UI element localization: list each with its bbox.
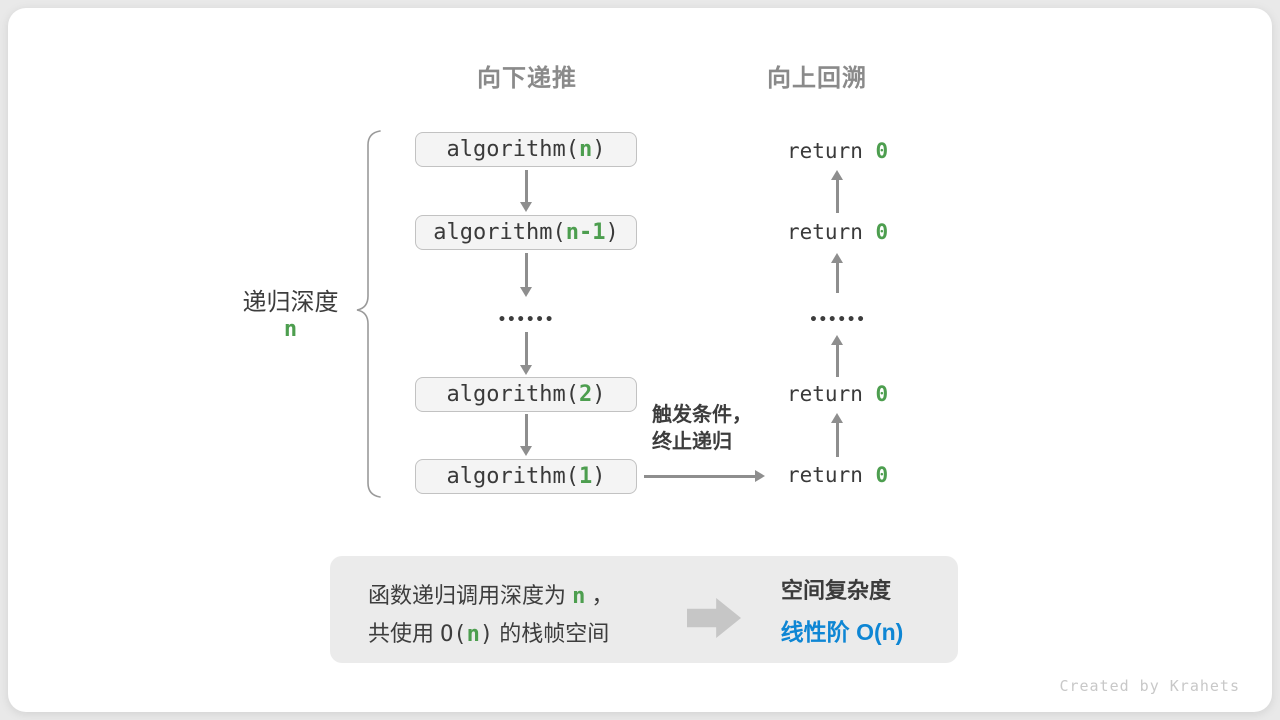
- code-arg: n: [578, 137, 593, 162]
- summary-text: 函数递归调用深度为: [368, 583, 573, 608]
- return-statement: return 0: [787, 463, 927, 487]
- call-stack-box-1: algorithm(1): [415, 459, 637, 494]
- summary-code: ): [479, 622, 494, 647]
- code-text: algorithm(: [446, 464, 579, 489]
- code-arg: 1: [578, 464, 593, 489]
- complexity-class-label: 线性阶: [780, 619, 857, 645]
- code-text: algorithm(: [446, 382, 579, 407]
- right-arrow-icon: [644, 470, 765, 482]
- return-statement: return 0: [787, 139, 927, 163]
- return-statement: return 0: [787, 220, 927, 244]
- call-stack-box-n: algorithm(n): [415, 132, 637, 167]
- code-text: ): [592, 464, 606, 489]
- up-arrow-icon: [831, 335, 843, 377]
- summary-text: 共使用: [368, 621, 441, 646]
- summary-left-line2: 共使用 O(n) 的栈帧空间: [368, 616, 609, 648]
- down-arrow-icon: [520, 414, 532, 456]
- space-complexity-title: 空间复杂度: [780, 578, 891, 603]
- up-arrow-icon: [831, 413, 843, 457]
- down-arrow-icon: [520, 332, 532, 375]
- return-ellipsis: ••••••: [809, 312, 866, 328]
- summary-arg: n: [466, 622, 480, 647]
- down-arrow-icon: [520, 170, 532, 212]
- complexity-notation: O(n): [856, 619, 904, 645]
- return-statement: return 0: [787, 382, 927, 406]
- return-value: 0: [875, 382, 889, 406]
- up-arrow-icon: [831, 170, 843, 213]
- call-stack-box-n-1: algorithm(n-1): [415, 215, 637, 250]
- code-text: ): [592, 137, 606, 162]
- code-text: ): [592, 382, 606, 407]
- trigger-condition-note: 触发条件， 终止递归: [652, 402, 782, 456]
- header-upward-backtracking: 向上回溯: [767, 65, 867, 92]
- down-arrow-icon: [520, 253, 532, 297]
- code-text: algorithm(: [433, 220, 566, 245]
- summary-panel: [330, 556, 958, 663]
- trigger-note-line1: 触发条件，: [652, 404, 752, 426]
- return-value: 0: [875, 220, 889, 244]
- curly-brace: [356, 130, 381, 498]
- return-value: 0: [875, 463, 889, 487]
- code-arg: n-1: [565, 220, 606, 245]
- code-text: return: [787, 463, 876, 487]
- trigger-note-line2: 终止递归: [652, 431, 732, 453]
- return-value: 0: [875, 139, 889, 163]
- credit-text: Created by Krahets: [1059, 677, 1240, 695]
- code-text: algorithm(: [446, 137, 579, 162]
- code-text: ): [605, 220, 619, 245]
- call-stack-ellipsis: ••••••: [497, 312, 555, 328]
- code-arg: 2: [578, 382, 593, 407]
- header-downward-recursion: 向下递推: [477, 65, 577, 92]
- up-arrow-icon: [831, 253, 843, 293]
- call-stack-box-2: algorithm(2): [415, 377, 637, 412]
- summary-text: 的栈帧空间: [493, 621, 610, 646]
- recursion-depth-label: 递归深度: [242, 289, 339, 316]
- code-text: return: [787, 382, 876, 406]
- code-text: return: [787, 220, 876, 244]
- summary-arg: n: [572, 584, 586, 609]
- summary-text: ，: [585, 583, 614, 608]
- space-complexity-value: 线性阶 O(n): [742, 613, 942, 647]
- code-text: return: [787, 139, 876, 163]
- summary-left-line1: 函数递归调用深度为 n ，: [368, 578, 614, 610]
- recursion-depth-value: n: [283, 317, 298, 342]
- summary-code: O(: [440, 622, 467, 647]
